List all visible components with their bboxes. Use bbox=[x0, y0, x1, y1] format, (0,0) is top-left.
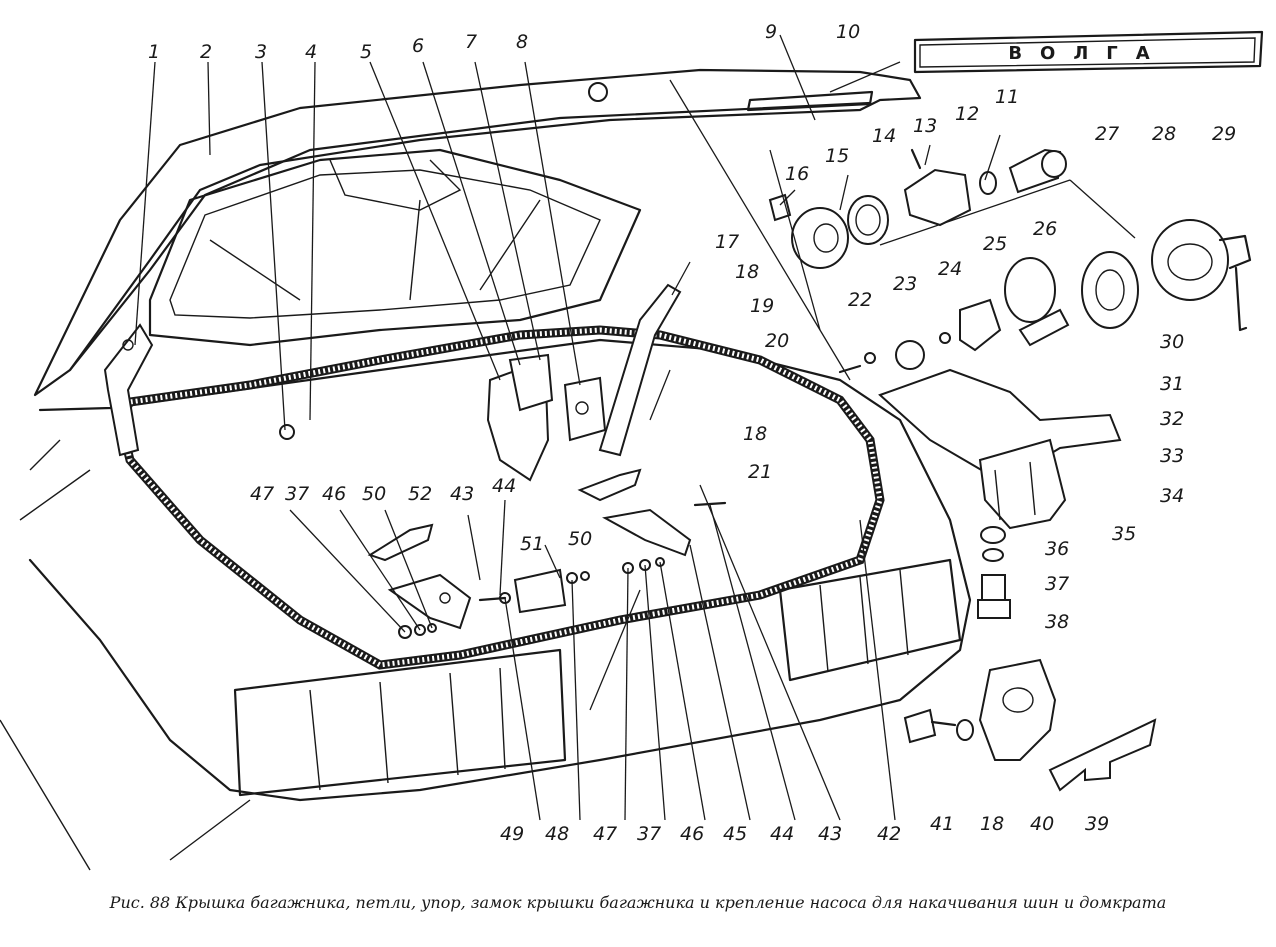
callout-1: 1 bbox=[148, 41, 160, 63]
callout-22: 22 bbox=[848, 289, 872, 311]
callout-13: 13 bbox=[913, 115, 937, 137]
leader-lines bbox=[134, 34, 1001, 821]
callout-38: 38 bbox=[1045, 611, 1069, 633]
callout-46b: 46 bbox=[680, 823, 704, 845]
callout-3: 3 bbox=[255, 41, 267, 63]
callout-25: 25 bbox=[983, 233, 1007, 255]
callout-26: 26 bbox=[1033, 218, 1057, 240]
callout-32: 32 bbox=[1160, 408, 1184, 430]
jack-bracket-assembly bbox=[903, 658, 1157, 792]
callout-40: 40 bbox=[1030, 813, 1054, 835]
callout-45: 45 bbox=[723, 823, 747, 845]
lock-striker bbox=[563, 376, 607, 442]
clamp-51 bbox=[513, 568, 567, 614]
callout-27: 27 bbox=[1095, 123, 1119, 145]
emblem-badge-text: ВОЛГА bbox=[1008, 43, 1167, 64]
callout-33: 33 bbox=[1160, 445, 1184, 467]
callout-50b: 50 bbox=[568, 528, 592, 550]
callout-15: 15 bbox=[825, 145, 849, 167]
callout-39: 39 bbox=[1085, 813, 1109, 835]
callout-37b: 37 bbox=[637, 823, 661, 845]
callout-11: 11 bbox=[995, 86, 1019, 108]
callout-35: 35 bbox=[1112, 523, 1136, 545]
callout-37a: 37 bbox=[285, 483, 309, 505]
callout-18: 18 bbox=[735, 261, 759, 283]
callout-2: 2 bbox=[200, 41, 212, 63]
car-body-rear bbox=[0, 325, 972, 871]
callout-51: 51 bbox=[520, 533, 544, 555]
callout-50a: 50 bbox=[362, 483, 386, 505]
callout-17: 17 bbox=[715, 231, 739, 253]
callout-9: 9 bbox=[765, 21, 777, 43]
callout-8: 8 bbox=[516, 31, 528, 53]
callout-42: 42 bbox=[877, 823, 901, 845]
figure-caption: Рис. 88 Крышка багажника, петли, упор, з… bbox=[109, 893, 1167, 912]
bracket-46-right bbox=[602, 508, 692, 557]
callout-5: 5 bbox=[360, 41, 372, 63]
callout-23: 23 bbox=[893, 273, 917, 295]
callout-46a: 46 bbox=[322, 483, 346, 505]
lock-assembly bbox=[669, 79, 1252, 530]
callout-10: 10 bbox=[836, 21, 860, 43]
callout-34: 34 bbox=[1160, 485, 1184, 507]
callout-29: 29 bbox=[1212, 123, 1236, 145]
callout-43b: 43 bbox=[818, 823, 842, 845]
callout-20: 20 bbox=[765, 330, 789, 352]
callout-44b: 44 bbox=[770, 823, 794, 845]
callout-49: 49 bbox=[500, 823, 524, 845]
callout-18b: 18 bbox=[743, 423, 767, 445]
callout-4: 4 bbox=[305, 41, 317, 63]
bolt-stack-36-38 bbox=[977, 526, 1011, 619]
callout-47a: 47 bbox=[250, 483, 274, 505]
callout-28: 28 bbox=[1152, 123, 1176, 145]
callout-12: 12 bbox=[955, 103, 979, 125]
callout-21: 21 bbox=[748, 461, 772, 483]
callout-18c: 18 bbox=[980, 813, 1004, 835]
hinge-left bbox=[103, 323, 154, 457]
bracket-50-left bbox=[367, 523, 434, 562]
callout-44a: 44 bbox=[492, 475, 516, 497]
emblem-10: ВОЛГА bbox=[746, 30, 1264, 112]
callout-37: 37 bbox=[1045, 573, 1069, 595]
callout-31: 31 bbox=[1160, 373, 1184, 395]
lid-stop bbox=[486, 353, 554, 482]
callouts: 1 2 3 4 5 6 7 8 9 10 11 12 13 14 15 16 1… bbox=[148, 21, 1236, 845]
bracket-50-upper bbox=[577, 468, 642, 502]
callout-43a: 43 bbox=[450, 483, 474, 505]
callout-48: 48 bbox=[545, 823, 569, 845]
callout-7: 7 bbox=[465, 31, 477, 53]
hinge-right-arm bbox=[598, 283, 682, 457]
callout-19: 19 bbox=[750, 295, 774, 317]
callout-14: 14 bbox=[872, 125, 896, 147]
trunk-lid bbox=[33, 68, 922, 397]
callout-24: 24 bbox=[938, 258, 962, 280]
callout-6: 6 bbox=[412, 35, 424, 57]
callout-41: 41 bbox=[930, 813, 954, 835]
bracket-46-left bbox=[387, 573, 472, 630]
callout-30: 30 bbox=[1160, 331, 1184, 353]
callout-36: 36 bbox=[1045, 538, 1069, 560]
callout-52: 52 bbox=[408, 483, 432, 505]
callout-47b: 47 bbox=[593, 823, 617, 845]
callout-16: 16 bbox=[785, 163, 809, 185]
